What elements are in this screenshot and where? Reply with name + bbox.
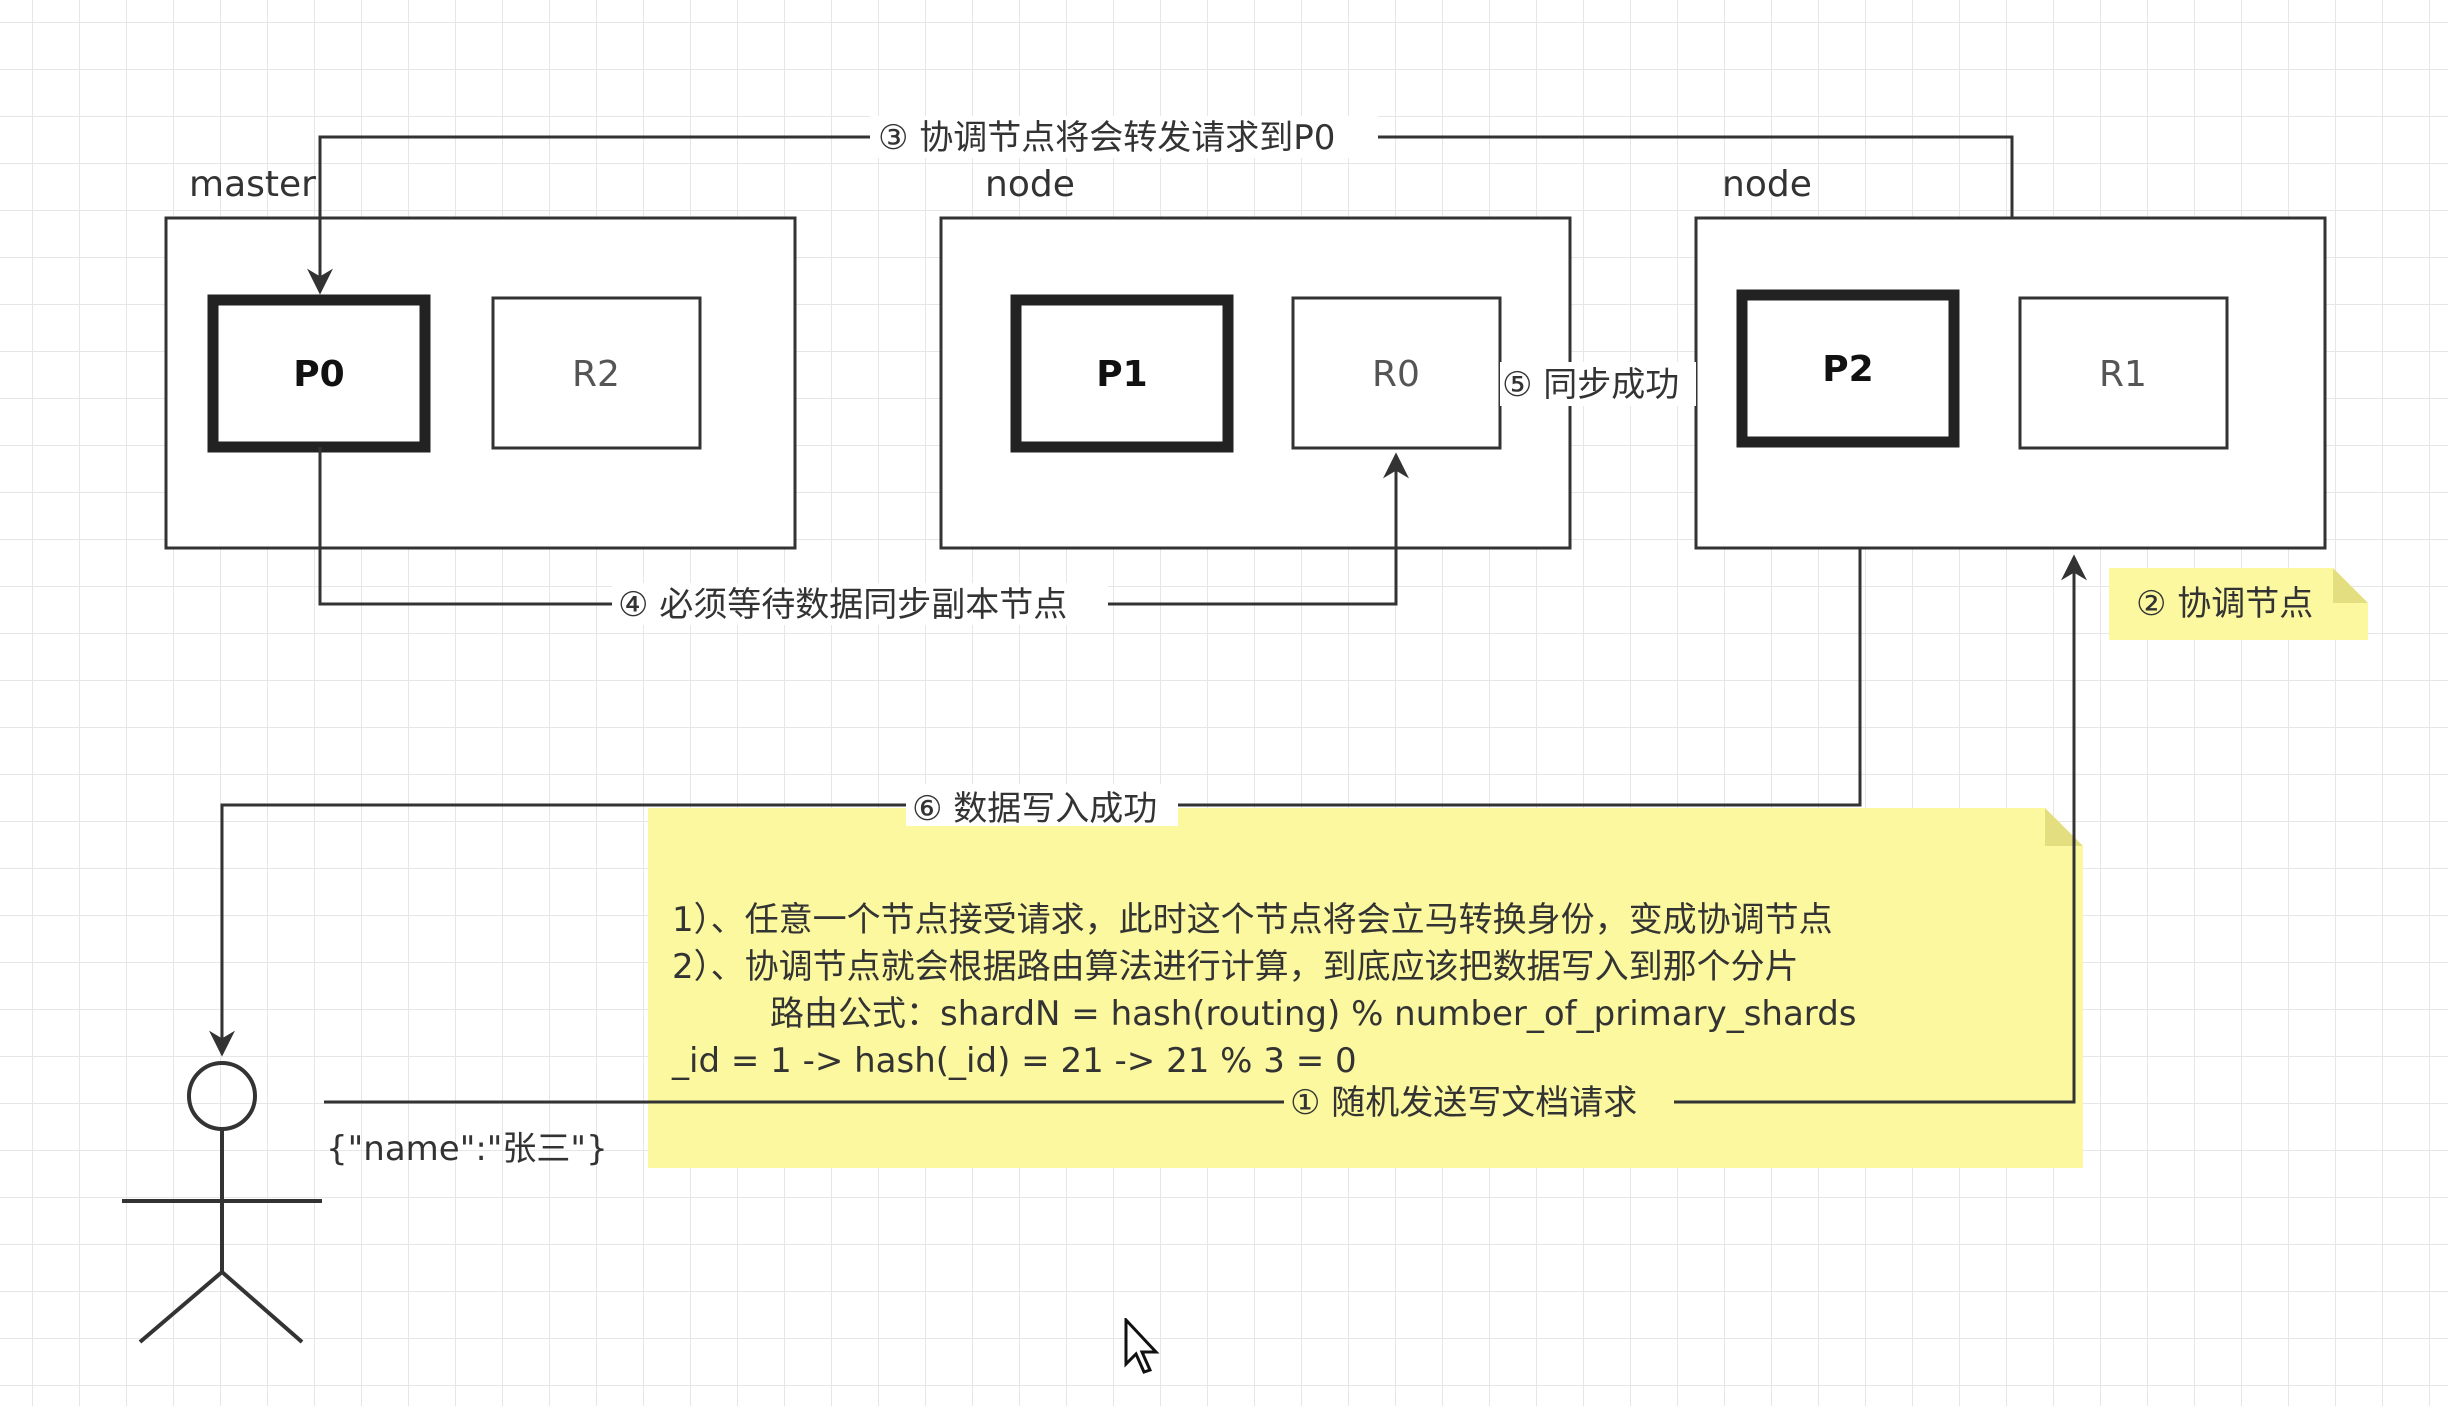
coordinator-tag[interactable] bbox=[2109, 568, 2368, 640]
edge-step6-label: ⑥ 数据写入成功 bbox=[912, 789, 1157, 829]
shard-p2-label: P2 bbox=[1822, 349, 1873, 390]
edge-step5-label-bg bbox=[1500, 362, 1696, 406]
note-fold bbox=[2045, 808, 2083, 846]
client-document-label: {"name":"张三"} bbox=[326, 1129, 608, 1169]
node-label-master: master bbox=[189, 164, 316, 205]
note-body bbox=[648, 808, 2083, 1168]
edge-step5-label: ⑤ 同步成功 bbox=[1502, 365, 1679, 405]
edge-step6-label-bg bbox=[906, 784, 1178, 826]
shard-p1[interactable] bbox=[1010, 294, 1234, 453]
shard-r1-label: R1 bbox=[2099, 354, 2147, 395]
edge-step3-label: ③ 协调节点将会转发请求到P0 bbox=[878, 118, 1335, 158]
shard-r0-label: R0 bbox=[1372, 354, 1420, 395]
shard-p2[interactable] bbox=[1736, 289, 1960, 448]
edge-step3-label-bg bbox=[870, 116, 1378, 158]
mouse-cursor-icon bbox=[1124, 1318, 1160, 1374]
shard-r1[interactable] bbox=[2018, 296, 2229, 450]
coordinator-tag-label: ② 协调节点 bbox=[2136, 584, 2313, 624]
note-line-1: 1）、任意一个节点接受请求，此时这个节点将会立马转换身份，变成协调节点 bbox=[672, 900, 1833, 940]
node-label-node-2: node bbox=[1722, 164, 1812, 205]
edge-step1[interactable] bbox=[324, 554, 2087, 1104]
edge-step1-label: ① 随机发送写文档请求 bbox=[1290, 1083, 1637, 1123]
note-line-4: _id = 1 -> hash(_id) = 21 -> 21 % 3 = 0 bbox=[671, 1041, 1357, 1081]
shard-p0-label: P0 bbox=[293, 354, 344, 395]
coordinator-tag-body bbox=[2109, 568, 2368, 640]
edge-step4-label-bg bbox=[612, 583, 1108, 625]
node-label-node-1: node bbox=[985, 164, 1075, 205]
shard-r0[interactable] bbox=[1291, 296, 1502, 450]
edge-step4-label: ④ 必须等待数据同步副本节点 bbox=[618, 585, 1067, 625]
note-line-2: 2）、协调节点就会根据路由算法进行计算，到底应该把数据写入到那个分片 bbox=[672, 947, 1799, 987]
shard-r2[interactable] bbox=[491, 296, 702, 450]
note-line-3: 路由公式：shardN = hash(routing) % number_of_… bbox=[770, 994, 1857, 1034]
client-actor-icon[interactable] bbox=[122, 1061, 322, 1344]
shard-p1-label: P1 bbox=[1096, 354, 1147, 395]
shard-r2-label: R2 bbox=[572, 354, 620, 395]
edge-step1-label-bg bbox=[1284, 1081, 1674, 1123]
coordinator-tag-fold bbox=[2333, 568, 2368, 603]
